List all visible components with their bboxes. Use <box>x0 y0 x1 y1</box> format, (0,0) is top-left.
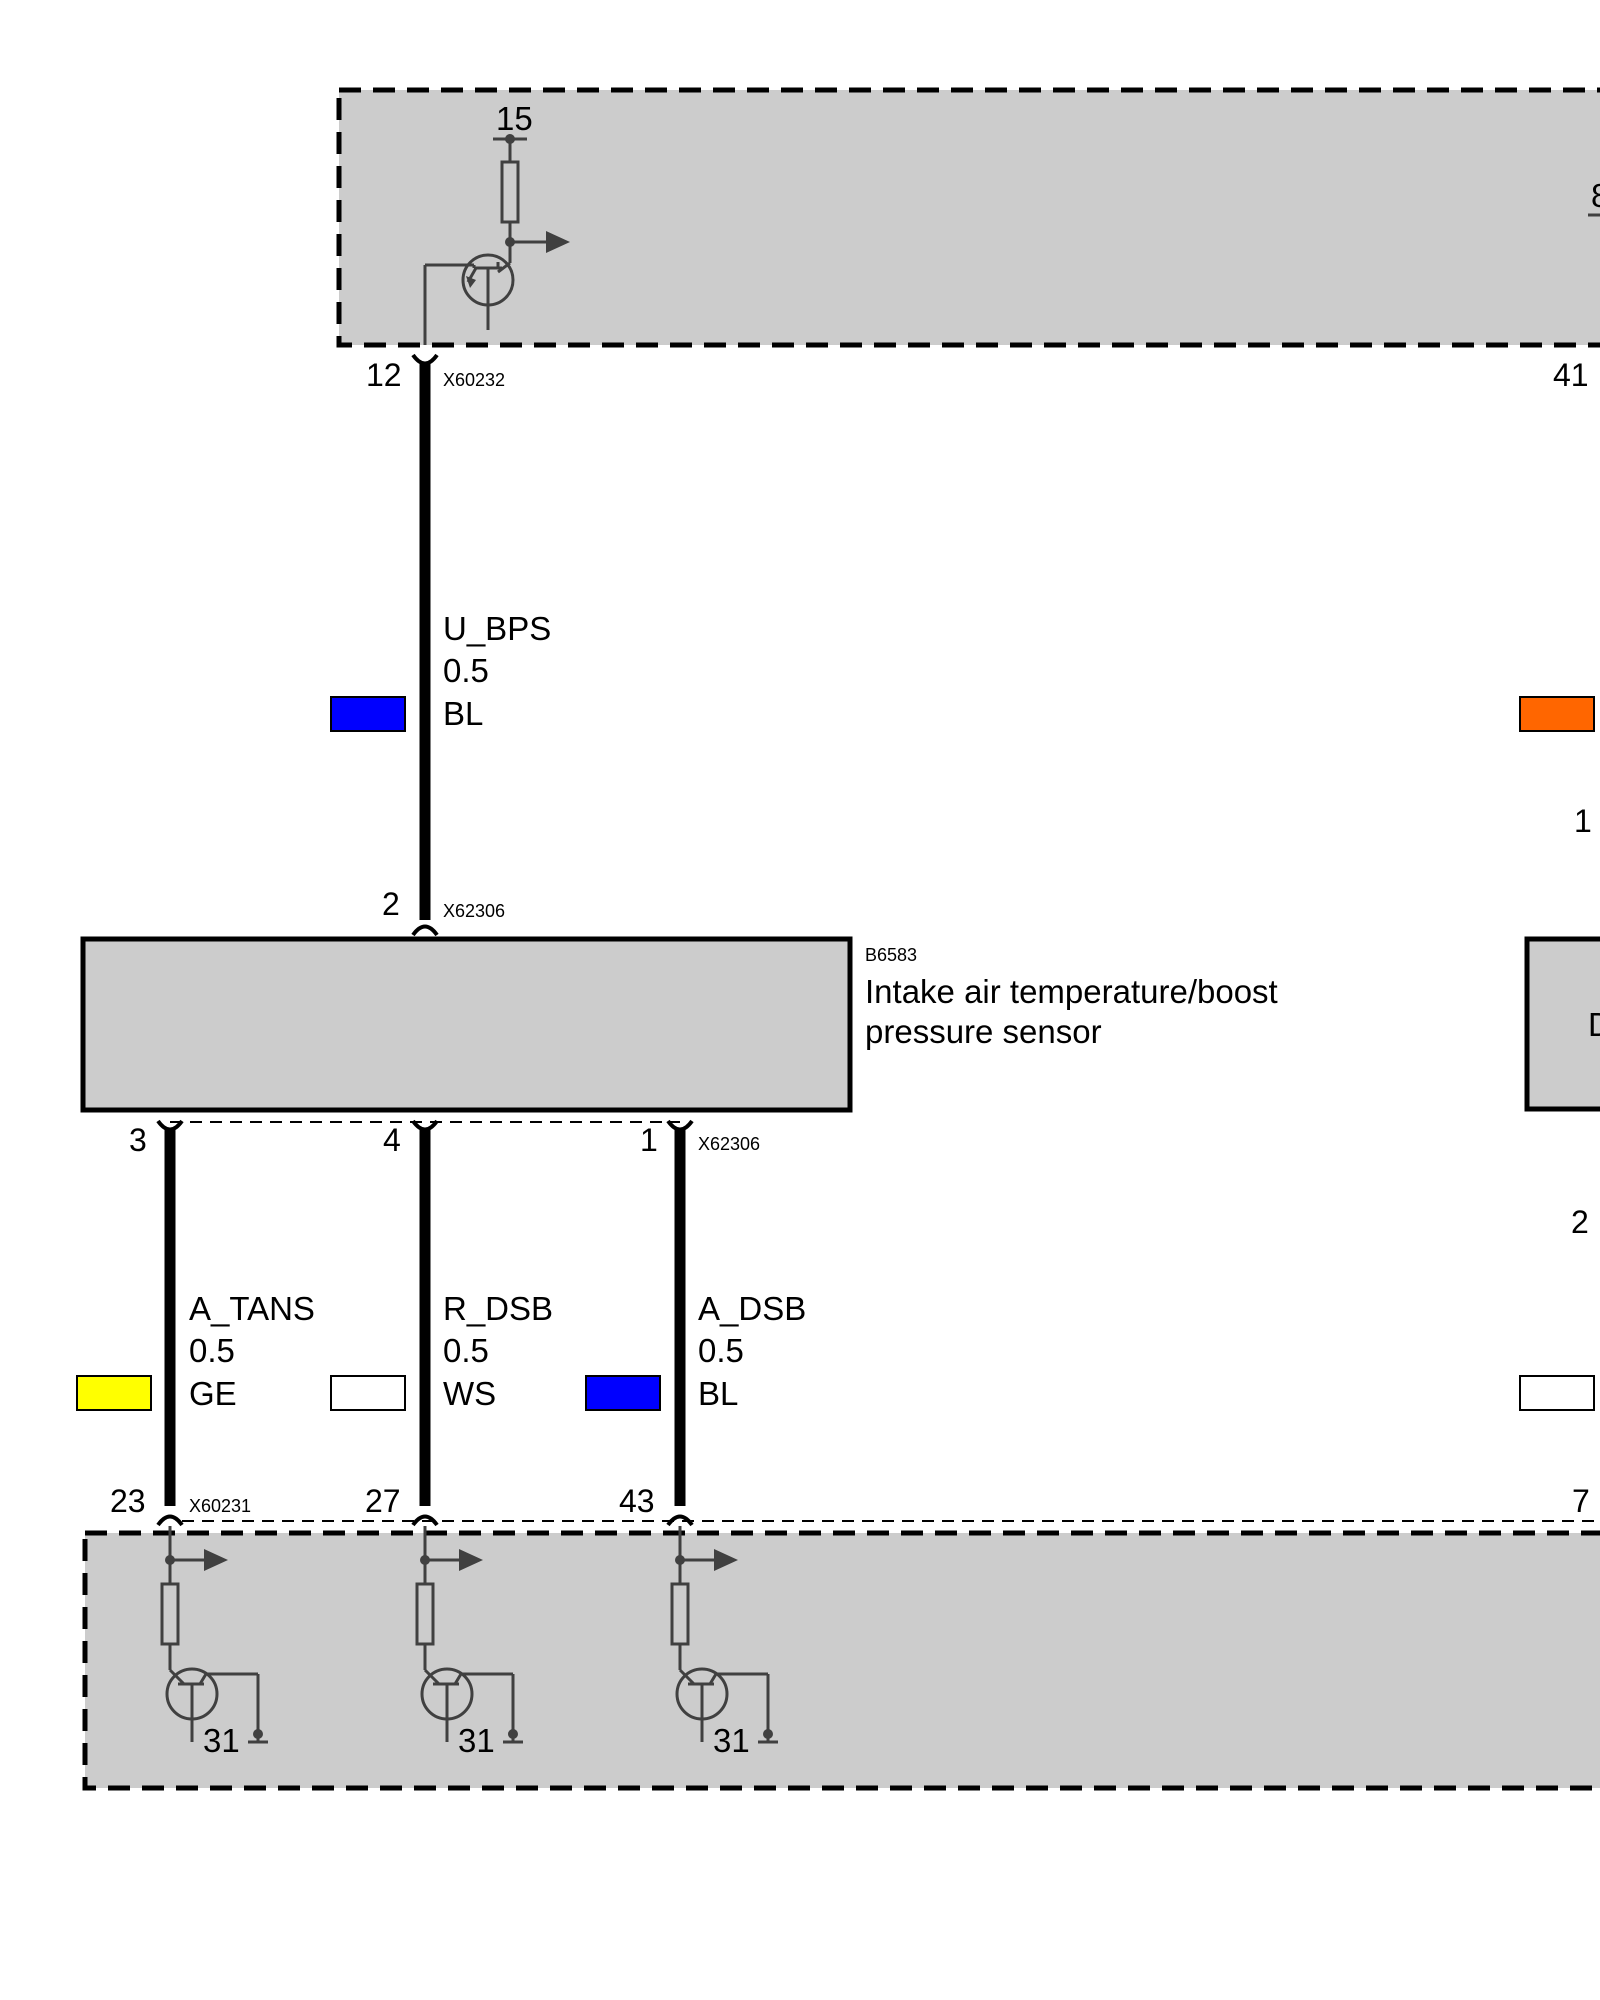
pin-7-label: 7 <box>1572 1483 1590 1519</box>
connector-x62306-top-label: X62306 <box>443 901 505 921</box>
ecu-pin-label: 43 <box>619 1483 655 1519</box>
sensor-id-label: B6583 <box>865 945 917 965</box>
terminal-15-label: 15 <box>496 100 533 137</box>
partial-component-box <box>1524 936 1600 1112</box>
input-circuit-icon <box>160 1526 268 1744</box>
transistor-icon <box>423 253 515 345</box>
ecu-pin-label: 23 <box>110 1483 146 1519</box>
wire-size-label: 0.5 <box>443 1332 489 1369</box>
ecu-pin-label: 27 <box>365 1483 401 1519</box>
wire-color-code-label: WS <box>443 1375 496 1412</box>
input-circuit-icon <box>670 1526 778 1744</box>
connector-x62306-bottom-label: X62306 <box>698 1134 760 1154</box>
connector-x60231-label: X60231 <box>189 1496 251 1516</box>
output-arrow-icon <box>546 231 570 253</box>
wire-u-bps: U_BPS 0.5 BL <box>330 362 551 920</box>
wire-r-dsb: R_DSB 0.5 WS <box>330 1128 553 1506</box>
wire-signal-label: R_DSB <box>443 1290 553 1327</box>
connector-x60232-label: X60232 <box>443 370 505 390</box>
wire-size-label: 0.5 <box>443 652 489 689</box>
wire-signal-label: A_TANS <box>189 1290 315 1327</box>
right-partial-circuit: 1 D 2 7 <box>1519 696 1600 1519</box>
wire-color-code-label: GE <box>189 1375 237 1412</box>
sensor-pin-label: 3 <box>129 1122 147 1158</box>
ground-terminal-label: 31 <box>458 1722 495 1759</box>
sensor-pin-label: 1 <box>640 1122 658 1158</box>
partial-component-letter: D <box>1588 1006 1600 1043</box>
sensor-pin-label: 4 <box>383 1122 401 1158</box>
intake-air-sensor: 2 X62306 B6583 Intake air temperature/bo… <box>80 886 1278 1158</box>
connector-socket-icon <box>411 1514 439 1527</box>
wire-color-swatch <box>330 696 406 732</box>
pin-41-label: 41 <box>1553 357 1589 393</box>
wire-a-dsb: A_DSB 0.5 BL <box>585 1128 806 1506</box>
top-control-unit: 15 8 <box>336 87 1600 348</box>
pin-12-label: 12 <box>366 357 402 393</box>
wire-color-swatch <box>585 1375 661 1411</box>
wire-size-label: 0.5 <box>698 1332 744 1369</box>
bottom-control-unit: 23 X60231 27 43 <box>82 1483 1600 1791</box>
wire-color-code-label: BL <box>443 695 483 732</box>
wire-size-label: 0.5 <box>189 1332 235 1369</box>
sensor-name-line2: pressure sensor <box>865 1013 1102 1050</box>
wire-color-swatch <box>330 1375 406 1411</box>
sensor-name-line1: Intake air temperature/boost <box>865 973 1278 1010</box>
connector-socket-icon <box>156 1514 184 1527</box>
ground-terminal-label: 31 <box>713 1722 750 1759</box>
partial-edge-label: 8 <box>1591 177 1600 214</box>
input-circuit-icon <box>415 1526 523 1744</box>
sensor-pin-2-label: 2 <box>382 886 400 922</box>
sensor-box <box>80 936 853 1113</box>
connector-socket-icon <box>666 1514 694 1527</box>
connector-socket-icon <box>411 924 439 937</box>
wire-color-code-label: BL <box>698 1375 738 1412</box>
wire-a-tans: A_TANS 0.5 GE <box>76 1128 315 1506</box>
ground-terminal-label: 31 <box>203 1722 240 1759</box>
wire-color-swatch <box>1519 696 1595 732</box>
wire-signal-label: U_BPS <box>443 610 551 647</box>
wire-color-swatch <box>76 1375 152 1411</box>
wire-signal-label: A_DSB <box>698 1290 806 1327</box>
pin-1-label: 1 <box>1574 803 1592 839</box>
wire-color-swatch <box>1519 1375 1595 1411</box>
pin-2-label: 2 <box>1571 1204 1589 1240</box>
